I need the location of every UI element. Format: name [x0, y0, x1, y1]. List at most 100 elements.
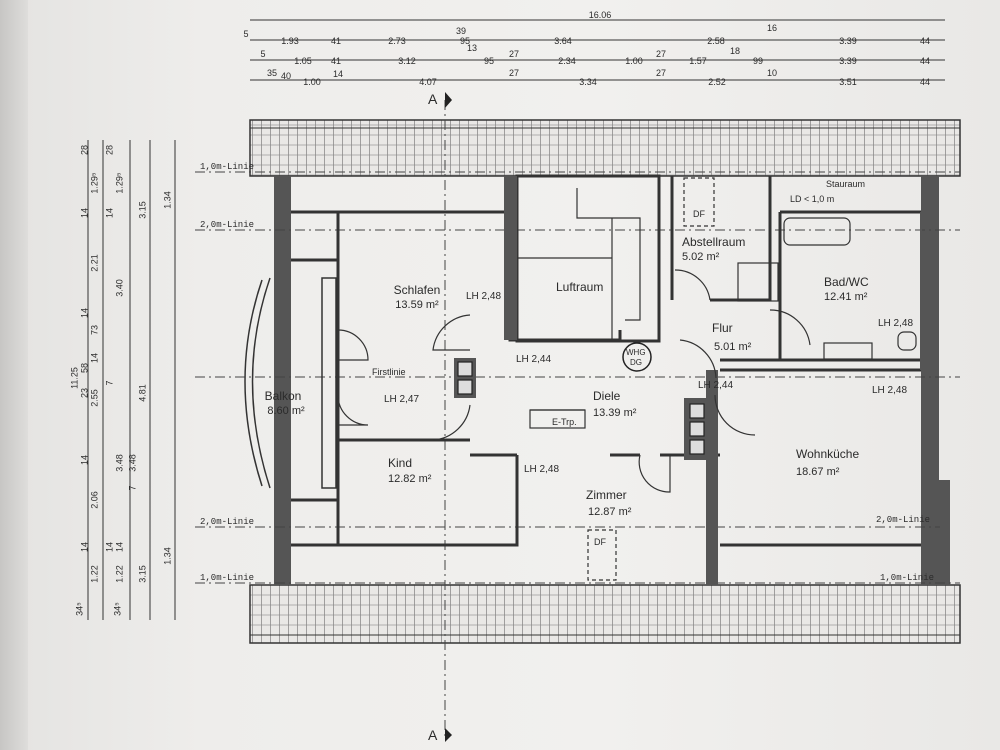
section-arrow-bottom — [445, 728, 452, 742]
dim-c2-2: 3.40 — [114, 279, 125, 297]
room-flur-name: Flur — [712, 321, 733, 335]
dim-r1-1: 1.93 — [281, 36, 299, 46]
dim-r2-1: 1.05 — [294, 56, 312, 66]
linie-1-bottom-right: 1,0m-Linie — [880, 573, 935, 583]
dim-r1-9: 3.39 — [839, 36, 857, 46]
dim-c1-4: 14 — [79, 307, 90, 319]
dim-c2-8: 14 — [114, 541, 125, 553]
roof-bottom — [249, 584, 961, 644]
section-arrow-top — [445, 92, 452, 108]
linie-1-top: 1,0m-Linie — [200, 162, 255, 172]
paper-fold — [0, 0, 28, 750]
dim-c1-13: 2.06 — [89, 491, 100, 509]
dim-r1-3: 2.73 — [388, 36, 406, 46]
room-zimmer-name: Zimmer — [586, 488, 627, 502]
dim-r2-12: 99 — [752, 56, 764, 66]
df-label-bottom: DF — [594, 537, 606, 547]
dim-c2-0: 28 — [104, 144, 115, 156]
dim-c4-0: 1.34 — [162, 191, 173, 209]
dim-r2-0: 5 — [260, 49, 266, 59]
room-zimmer-lh: LH 2,48 — [524, 464, 560, 475]
reference-lines — [195, 100, 960, 740]
room-balkon-name: Balkon — [264, 389, 302, 403]
dim-r2-10: 1.57 — [689, 56, 707, 66]
dim-c4-1: 1.34 — [162, 547, 173, 565]
dim-c1-6: 58 — [79, 362, 90, 374]
room-schlafen-lh: LH 2,48 — [466, 291, 502, 302]
firstlinie-label: Firstlinie — [372, 367, 406, 377]
etrp-label: E-Trp. — [552, 417, 577, 427]
dim-r1-2: 41 — [330, 36, 342, 46]
dim-c1-10: 14 — [79, 454, 90, 466]
dim-c1-16: 34⁵ — [74, 602, 85, 616]
section-a-bottom: A — [428, 727, 438, 743]
dim-c1-9: 23 — [79, 387, 90, 399]
room-wohnkueche-name: Wohnküche — [796, 447, 860, 461]
dim-c1-7: 14 — [89, 352, 100, 364]
dim-c2-6: 7 — [127, 485, 138, 491]
dim-r3-5: 27 — [508, 68, 520, 78]
dim-c1-12: 14 — [79, 541, 90, 553]
dim-r3-4: 4.07 — [419, 77, 437, 87]
dim-r2-9: 27 — [655, 49, 667, 59]
dim-c1-2: 14 — [79, 207, 90, 219]
dim-r3-10: 3.51 — [839, 77, 857, 87]
dim-c2-7: 1.22 — [114, 565, 125, 583]
dim-r3-9: 10 — [766, 68, 778, 78]
dim-r3-11: 44 — [919, 77, 931, 87]
df-label-top: DF — [693, 209, 705, 219]
room-diele-lh: LH 2,44 — [516, 354, 552, 365]
room-diele-name: Diele — [593, 389, 621, 403]
dimension-lines — [87, 19, 945, 620]
interior-walls — [291, 174, 921, 585]
roof-top — [249, 119, 961, 177]
room-kind-lh: LH 2,47 — [384, 394, 420, 405]
dim-r3-2: 1.00 — [303, 77, 321, 87]
room-kind-name: Kind — [388, 456, 413, 470]
dim-left-total: 11.25 — [69, 367, 80, 389]
dim-top-total: 16.06 — [588, 10, 612, 20]
room-bad-area: 12.41 m² — [824, 291, 868, 303]
dim-r2-3: 3.12 — [398, 56, 416, 66]
balcony — [244, 277, 337, 489]
stauraum-label: Stauraum — [826, 179, 866, 189]
dim-r1-5: 95 — [459, 36, 471, 46]
linie-2-bottom-right: 2,0m-Linie — [876, 515, 931, 525]
dim-c2-3: 14 — [104, 207, 115, 219]
dim-r2-5: 95 — [483, 56, 495, 66]
outer-walls — [274, 176, 950, 585]
chimneys — [457, 361, 705, 455]
stair — [517, 188, 641, 429]
room-schlafen-area: 13.59 m² — [395, 299, 439, 311]
room-bad-lh: LH 2,48 — [878, 318, 914, 329]
dim-r2-13: 3.39 — [839, 56, 857, 66]
room-flur-lh: LH 2,44 — [698, 380, 734, 391]
ld-label: LD < 1,0 m — [790, 194, 835, 204]
dim-r3-8: 2.52 — [708, 77, 726, 87]
room-schlafen-name: Schlafen — [393, 283, 441, 297]
linie-2-top: 2,0m-Linie — [200, 220, 255, 230]
dim-r1-7: 2.58 — [707, 36, 725, 46]
dim-c1-11: 3.48 — [114, 454, 125, 472]
dim-c2-5: 3.48 — [127, 454, 138, 472]
dim-r1-8: 16 — [766, 23, 778, 33]
dim-c3-0: 3.15 — [137, 201, 148, 219]
dim-r1-6: 3.64 — [554, 36, 572, 46]
dim-r2-8: 1.00 — [625, 56, 643, 66]
section-a-top: A — [428, 91, 438, 107]
whg-circle — [622, 342, 652, 372]
dim-r3-6: 3.34 — [579, 77, 597, 87]
dim-c2-4: 7 — [104, 380, 115, 386]
dim-c1-1: 1.29⁵ — [89, 172, 100, 194]
dim-r2-11: 18 — [729, 46, 741, 56]
linie-1-bottom-left: 1,0m-Linie — [200, 573, 255, 583]
room-kind-area: 12.82 m² — [388, 473, 432, 485]
dim-r3-3: 14 — [332, 69, 344, 79]
dim-r1-10: 44 — [919, 36, 931, 46]
dim-c1-14: 14 — [104, 541, 115, 553]
dim-r3-1: 40 — [280, 71, 292, 81]
room-abstellraum-area: 5.02 m² — [682, 251, 720, 263]
dg-label: DG — [630, 358, 642, 367]
door-swings — [337, 269, 811, 493]
